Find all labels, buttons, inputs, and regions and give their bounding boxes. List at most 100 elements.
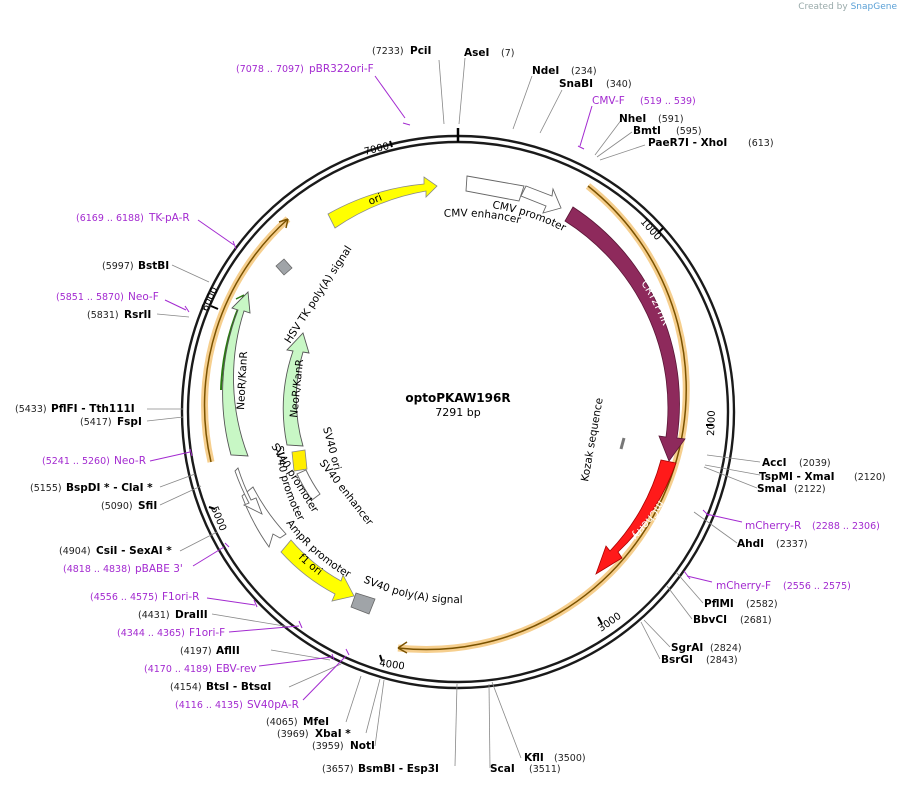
site-paer7i-xhoi[interactable]: PaeR7I - XhoI(613)	[648, 137, 774, 149]
site-pcii[interactable]: (7233)PciI	[372, 45, 431, 57]
restriction-sites: (7233)PciI AseI(7) NdeI(234) SnaBI(340) …	[15, 45, 886, 775]
site-sgrai[interactable]: SgrAI (2824)	[671, 642, 742, 654]
svg-text:BstBI: BstBI	[138, 260, 169, 272]
svg-text:(591): (591)	[658, 114, 684, 125]
site-btsi-btsai[interactable]: (4154)BtsI - BtsαI	[170, 681, 271, 693]
svg-text:(7): (7)	[501, 48, 514, 59]
svg-text:(4197): (4197)	[180, 646, 212, 657]
tick-4000: 4000	[379, 658, 406, 672]
svg-text:AhdI: AhdI	[737, 538, 764, 550]
primer-mcherry-f[interactable]: mCherry-F(2556 .. 2575)	[716, 580, 851, 592]
site-ahdi[interactable]: AhdI (2337)	[737, 538, 808, 550]
plasmid-name: optoPKAW196R	[405, 391, 510, 405]
site-snabi[interactable]: SnaBI(340)	[559, 78, 632, 90]
svg-text:(2843): (2843)	[706, 655, 738, 666]
site-leader-lines	[146, 57, 761, 769]
svg-text:TK-pA-R: TK-pA-R	[148, 212, 190, 224]
primer-sv40pa-r[interactable]: (4116 .. 4135)SV40pA-R	[175, 699, 299, 711]
site-xbai[interactable]: (3969) XbaI *	[277, 728, 351, 740]
label-neor-outer: NeoR/KanR	[235, 351, 250, 410]
svg-text:NotI: NotI	[350, 740, 375, 752]
svg-text:(2824): (2824)	[710, 643, 742, 654]
svg-text:SfiI: SfiI	[138, 500, 157, 512]
label-kozak-sequence: Kozak sequence	[579, 397, 606, 483]
site-asei[interactable]: AseI(7)	[464, 47, 514, 59]
primer-cmv-f[interactable]: CMV-F(519 .. 539)	[592, 95, 696, 107]
svg-text:(4344 .. 4365): (4344 .. 4365)	[117, 628, 185, 639]
credit-prefix: Created by	[798, 2, 848, 12]
site-tspmi-xmai[interactable]: TspMI - XmaI(2120)	[759, 471, 886, 483]
site-aflii[interactable]: (4197)AflII	[180, 645, 240, 657]
orf-arcs	[201, 183, 690, 654]
primer-tk-pa-r[interactable]: (6169 .. 6188)TK-pA-R	[76, 212, 190, 224]
svg-text:SgrAI: SgrAI	[671, 642, 703, 654]
svg-text:(2122): (2122)	[794, 484, 826, 495]
site-bbvci[interactable]: BbvCI(2681)	[693, 614, 772, 626]
snapgene-credit: Created by SnapGene	[798, 2, 897, 12]
site-bmti[interactable]: BmtI(595)	[633, 125, 702, 137]
primer-pbabe-3[interactable]: (4818 .. 4838)pBABE 3'	[63, 563, 183, 575]
site-ndei[interactable]: NdeI(234)	[532, 65, 597, 77]
svg-text:(3969): (3969)	[277, 729, 309, 740]
svg-text:(5155): (5155)	[30, 483, 62, 494]
primer-f1ori-f[interactable]: (4344 .. 4365)F1ori-F	[117, 627, 225, 639]
svg-text:PflMI: PflMI	[704, 598, 734, 610]
svg-text:(4904): (4904)	[59, 546, 91, 557]
svg-text:(4818 .. 4838): (4818 .. 4838)	[63, 564, 131, 575]
svg-text:(7233): (7233)	[372, 46, 404, 57]
svg-text:F1ori-R: F1ori-R	[162, 591, 199, 603]
site-sfii[interactable]: (5090)SfiI	[101, 500, 157, 512]
site-rsrii[interactable]: (5831)RsrII	[87, 309, 151, 321]
plasmid-size: 7291 bp	[435, 406, 480, 419]
site-mfei[interactable]: (4065) MfeI	[266, 716, 329, 728]
svg-text:(5997): (5997)	[102, 261, 134, 272]
primer-neo-f[interactable]: (5851 .. 5870)Neo-F	[56, 291, 159, 303]
site-smai[interactable]: SmaI(2122)	[757, 483, 826, 495]
snapgene-logo: SnapGene	[850, 2, 897, 12]
site-kfli[interactable]: KflI(3500)	[524, 752, 586, 764]
primer-f1ori-r[interactable]: (4556 .. 4575)F1ori-R	[90, 591, 199, 603]
svg-text:CMV-F: CMV-F	[592, 95, 625, 107]
site-bstbi[interactable]: (5997) BstBI	[102, 260, 169, 272]
svg-text:BspDI * - ClaI *: BspDI * - ClaI *	[66, 482, 153, 494]
primer-leaders	[149, 75, 743, 701]
svg-text:(2681): (2681)	[740, 615, 772, 626]
site-bspdi-clai[interactable]: (5155) BspDI * - ClaI *	[30, 482, 153, 494]
site-nhei[interactable]: NheI(591)	[619, 113, 684, 125]
svg-text:BmtI: BmtI	[633, 125, 661, 137]
site-csii-sexai[interactable]: (4904)CsiI - SexAI *	[59, 545, 172, 557]
backbone	[180, 128, 736, 690]
ori-arrow	[327, 176, 438, 229]
site-pflfi-tth111i[interactable]: (5433)PflFI - Tth111I	[15, 403, 135, 415]
svg-text:Neo-R: Neo-R	[114, 455, 146, 467]
svg-text:ScaI: ScaI	[490, 763, 515, 775]
site-acci[interactable]: AccI(2039)	[762, 457, 831, 469]
svg-text:(2337): (2337)	[776, 539, 808, 550]
svg-text:pBR322ori-F: pBR322ori-F	[309, 63, 374, 75]
svg-text:MfeI: MfeI	[303, 716, 329, 728]
primer-pbr322ori-f[interactable]: (7078 .. 7097)pBR322ori-F	[236, 63, 374, 75]
site-fspi[interactable]: (5417)FspI	[80, 416, 142, 428]
site-scai[interactable]: ScaI (3511)	[490, 763, 561, 775]
site-noti[interactable]: (3959)NotI	[312, 740, 375, 752]
cmv-promoter-arrow	[520, 185, 562, 214]
primer-neo-r[interactable]: (5241 .. 5260)Neo-R	[42, 455, 146, 467]
svg-text:KflI: KflI	[524, 752, 544, 764]
mcherry-arrow	[595, 459, 677, 575]
svg-text:SV40pA-R: SV40pA-R	[247, 699, 299, 711]
svg-text:(3511): (3511)	[529, 764, 561, 775]
svg-text:(5433): (5433)	[15, 404, 47, 415]
svg-text:(613): (613)	[748, 138, 774, 149]
site-bsrgi[interactable]: BsrGI(2843)	[661, 654, 738, 666]
primer-ebv-rev[interactable]: (4170 .. 4189)EBV-rev	[144, 663, 257, 675]
site-bsmbi-esp3i[interactable]: (3657)BsmBI - Esp3I	[322, 763, 439, 775]
svg-text:(2288 .. 2306): (2288 .. 2306)	[812, 521, 880, 532]
svg-text:XbaI *: XbaI *	[315, 728, 351, 740]
svg-text:(4065): (4065)	[266, 717, 298, 728]
site-draiii[interactable]: (4431)DraIII	[138, 609, 208, 621]
primer-mcherry-r[interactable]: mCherry-R(2288 .. 2306)	[745, 520, 880, 532]
svg-text:(234): (234)	[571, 66, 597, 77]
site-pflmi[interactable]: PflMI(2582)	[704, 598, 778, 610]
svg-text:BsmBI - Esp3I: BsmBI - Esp3I	[358, 763, 439, 775]
